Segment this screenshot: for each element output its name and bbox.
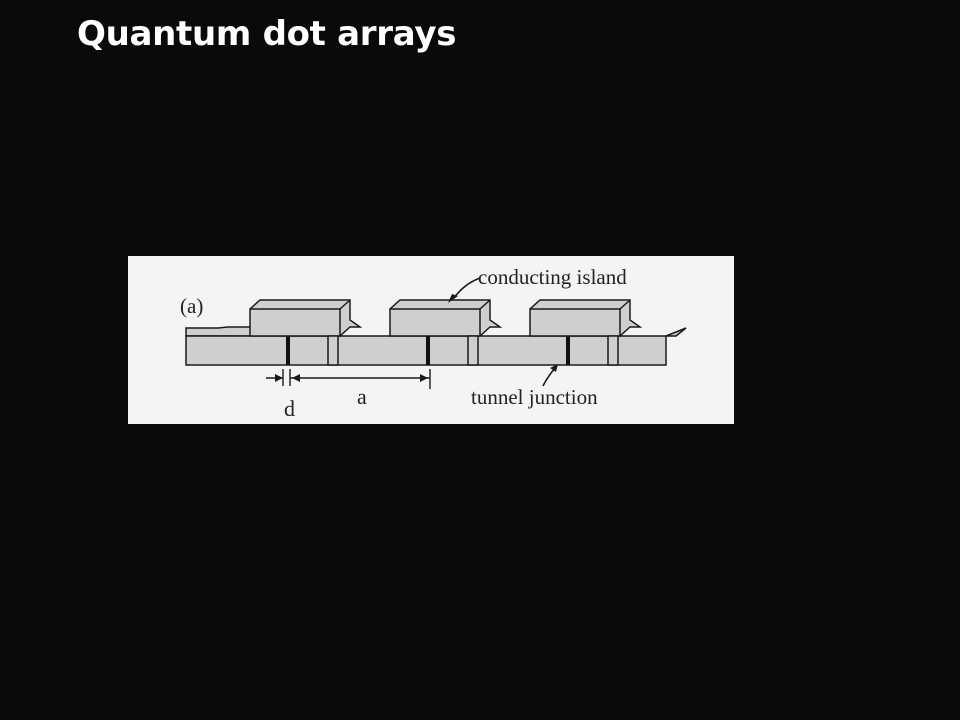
gap-dimension (266, 369, 291, 386)
period-dimension (290, 369, 431, 389)
island-label: conducting island (478, 265, 627, 289)
period-label: a (357, 384, 367, 409)
quantum-dot-array-figure: (a) conducti (128, 256, 734, 424)
tunnel-junction-2 (426, 336, 430, 365)
junction-label: tunnel junction (471, 385, 598, 409)
panel-label: (a) (180, 294, 203, 318)
slide-title: Quantum dot arrays (77, 14, 457, 54)
island-arrow-icon (453, 277, 481, 299)
tunnel-junction-1 (286, 336, 290, 365)
figure-drawing: (a) conducti (180, 265, 687, 421)
gap-label: d (284, 396, 295, 421)
conducting-island-2 (389, 299, 503, 366)
conducting-island-1 (249, 299, 363, 366)
conducting-island-3 (529, 299, 643, 366)
tunnel-junction-3 (566, 336, 570, 365)
